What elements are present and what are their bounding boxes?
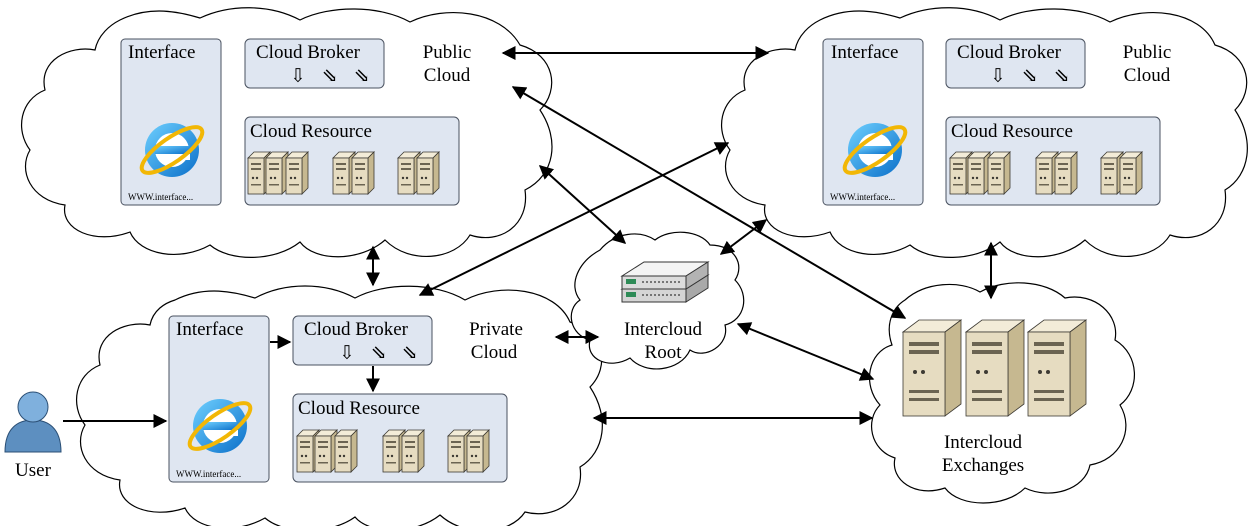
user: User: [4, 391, 62, 481]
diagonal-arrow-icon: ⇘: [322, 66, 338, 87]
public-cloud-left: Interface WWW.interface... Cloud Broker …: [120, 38, 472, 206]
cloud-resource-label: Cloud Resource: [951, 121, 1073, 142]
diagonal-arrow-icon: ⇘: [371, 343, 387, 364]
connector-root-to-public-right: [719, 219, 768, 255]
url-text: WWW.interface...: [830, 192, 895, 202]
server-icons: [247, 151, 440, 195]
intercloud-root-label: Intercloud: [624, 319, 703, 340]
diagonal-arrow-icon: ⇘: [1022, 66, 1038, 87]
server-icon: [265, 151, 289, 195]
interface-panel: [168, 315, 270, 483]
cloud-broker-box: [945, 38, 1086, 89]
server-icon: [334, 429, 358, 473]
server-icon: [401, 429, 425, 473]
server-rack-icon: [1027, 319, 1087, 417]
private-cloud: Interface WWW.interface... Cloud Broker …: [168, 315, 523, 483]
cloud-resource-label: Cloud Resource: [298, 398, 420, 419]
intercloud-root: Intercloud Root: [621, 261, 709, 363]
down-arrow-icon: ⇩: [290, 66, 306, 87]
server-icons: [296, 429, 490, 473]
cloud-type-label: Public: [1123, 42, 1172, 63]
intercloud-exchanges-label: Intercloud: [944, 432, 1023, 453]
interface-label: Interface: [128, 42, 196, 63]
interface-panel: [822, 38, 924, 206]
url-text: WWW.interface...: [176, 469, 241, 479]
cloud-resource-label: Cloud Resource: [250, 121, 372, 142]
server-icon: [351, 151, 375, 195]
cloud-broker-label: Cloud Broker: [957, 42, 1062, 63]
user-icon: [4, 391, 62, 453]
connector-public-left-to-root: [538, 165, 627, 244]
down-arrow-icon: ⇩: [990, 66, 1006, 87]
server-icon: [987, 151, 1011, 195]
server-icon: [314, 429, 338, 473]
interface-label: Interface: [831, 42, 899, 63]
down-arrow-icon: ⇩: [339, 343, 355, 364]
server-icon: [1054, 151, 1078, 195]
intercloud-exchanges-label: Exchanges: [942, 455, 1024, 476]
cloud-type-label: Cloud: [471, 342, 518, 363]
intercloud-root-label: Root: [645, 342, 683, 363]
cloud-type-label: Cloud: [424, 65, 471, 86]
cloud-type-label: Cloud: [1124, 65, 1171, 86]
cloud-broker-box: [292, 315, 433, 366]
diagonal-arrow-icon: ⇘: [402, 343, 418, 364]
connector-root-to-exchanges: [736, 322, 875, 381]
server-icon: [285, 151, 309, 195]
router-icon: [621, 261, 709, 303]
interface-label: Interface: [176, 319, 244, 340]
server-rack-icon: [965, 319, 1025, 417]
server-rack-icon: [902, 319, 962, 417]
cloud-broker-label: Cloud Broker: [304, 319, 409, 340]
connectors: [63, 46, 998, 428]
server-icon: [466, 429, 490, 473]
cloud-type-label: Private: [469, 319, 523, 340]
cloud-type-label: Public: [423, 42, 472, 63]
server-icon: [967, 151, 991, 195]
cloud-broker-label: Cloud Broker: [256, 42, 361, 63]
user-label: User: [15, 460, 52, 481]
server-icons: [949, 151, 1143, 195]
intercloud-exchanges: Intercloud Exchanges: [902, 319, 1087, 476]
url-text: WWW.interface...: [128, 192, 193, 202]
connector-private-to-public-right: [418, 142, 730, 296]
server-icon: [1119, 151, 1143, 195]
diagonal-arrow-icon: ⇘: [1054, 66, 1070, 87]
cloud-broker-box: [244, 38, 385, 89]
diagonal-arrow-icon: ⇘: [354, 66, 370, 87]
server-icon: [416, 151, 440, 195]
interface-panel: [120, 38, 222, 206]
